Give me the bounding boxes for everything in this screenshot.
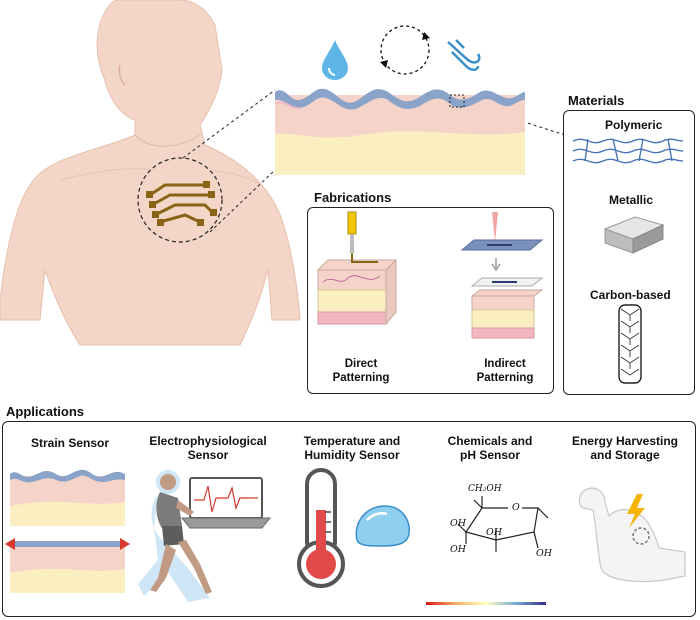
- carbon-nanotube-icon: [618, 304, 642, 384]
- strain-skin-wavy-illustration: [10, 469, 125, 526]
- molecule-ch2oh: CH₂OH: [468, 484, 502, 494]
- app-label-electrophysiological: Electrophysiological Sensor: [149, 434, 267, 462]
- thermometer-icon: [297, 468, 345, 588]
- runner-laptop-illustration: [138, 470, 272, 602]
- ph-scale-bar: [426, 602, 546, 605]
- material-label-carbon: Carbon-based: [590, 288, 671, 302]
- molecule-oh-3: OH: [450, 544, 467, 555]
- app-label-chemicals: Chemicals and pH Sensor: [447, 434, 533, 462]
- wind-icon: [447, 39, 481, 71]
- app-label-strain: Strain Sensor: [30, 436, 110, 450]
- molecule-oh-4: OH: [536, 548, 553, 559]
- cycle-arrows-icon: [380, 25, 430, 75]
- circuit-icon: [149, 183, 214, 224]
- molecule-oh-2: OH: [486, 527, 503, 538]
- molecule-ring-o: O: [512, 502, 520, 513]
- app-label-energy: Energy Harvesting and Storage: [571, 434, 679, 462]
- flexed-arm-illustration: [578, 487, 686, 583]
- metal-ingot-icon: [603, 216, 665, 254]
- water-drop-icon: [322, 40, 348, 80]
- material-label-polymeric: Polymeric: [605, 118, 663, 132]
- molecule-oh-1: OH: [450, 518, 467, 529]
- materials-title: Materials: [568, 93, 625, 108]
- glucose-molecule-diagram: [457, 496, 549, 552]
- material-label-metallic: Metallic: [609, 193, 654, 207]
- indirect-patterning-label: Indirect Patterning: [476, 358, 534, 384]
- direct-patterning-label: Direct Patterning: [332, 358, 390, 384]
- humidity-droplet-icon: [355, 505, 411, 547]
- applications-title: Applications: [6, 404, 85, 419]
- strain-skin-stretched-illustration: [5, 538, 130, 593]
- polymer-network-icon: [572, 138, 684, 164]
- lightning-icon: [627, 494, 645, 528]
- indirect-patterning-illustration: [460, 212, 544, 339]
- app-label-temperature: Temperature and Humidity Sensor: [303, 434, 401, 462]
- direct-patterning-illustration: [316, 211, 398, 326]
- fabrications-title: Fabrications: [314, 190, 392, 205]
